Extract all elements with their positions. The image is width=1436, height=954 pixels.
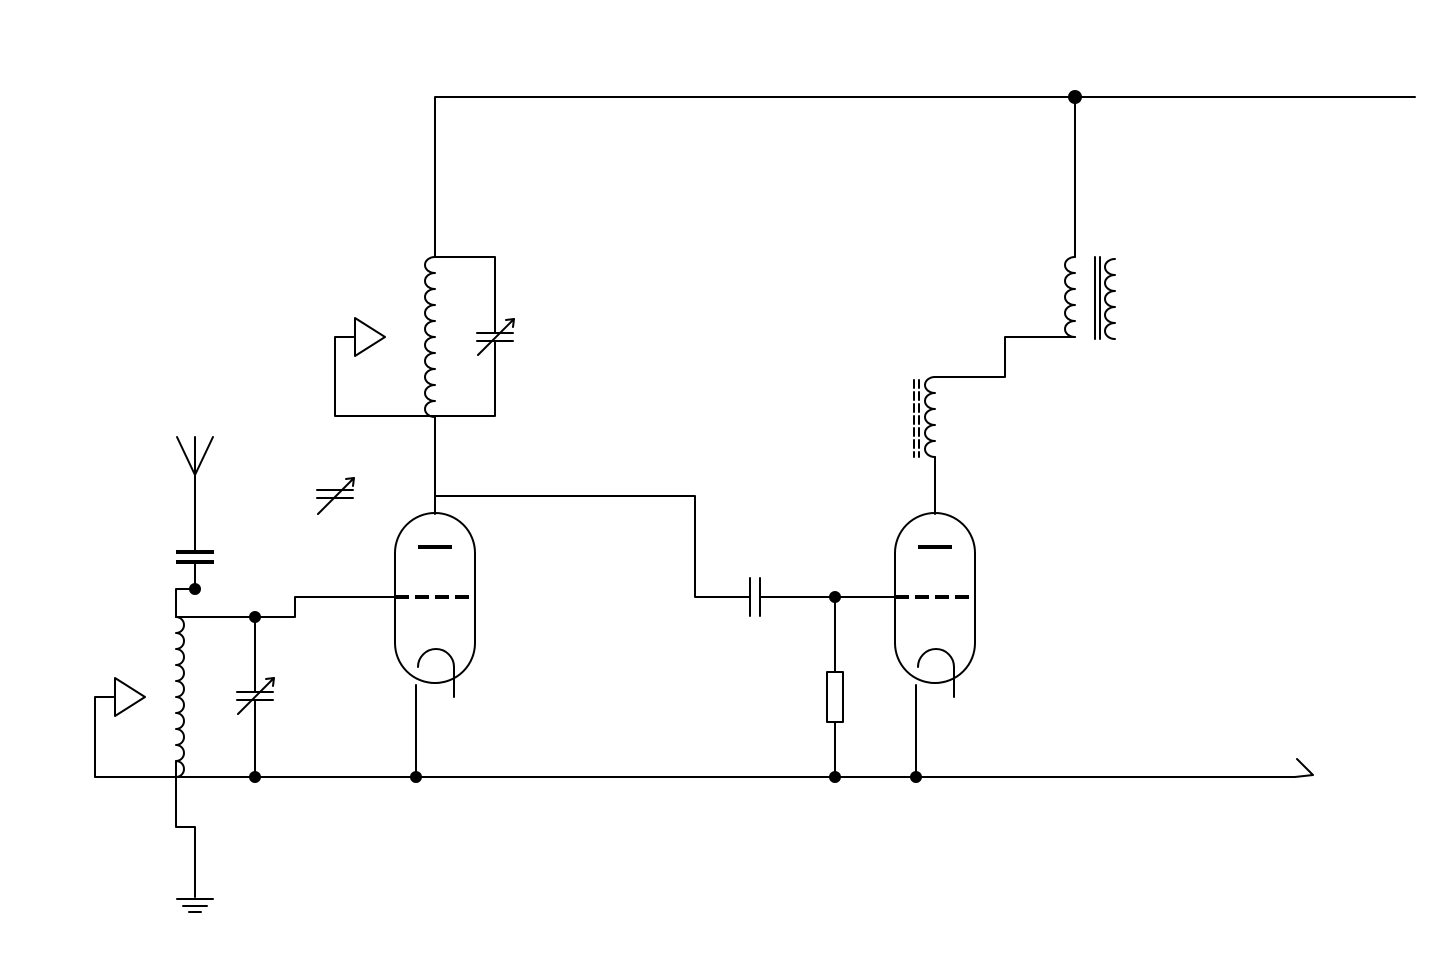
ground-icon [176, 898, 214, 913]
junction-dot [829, 771, 841, 783]
tank-bottom-wire [334, 336, 496, 417]
junction-dot [910, 771, 922, 783]
input-feedback-arrow-icon [94, 677, 146, 778]
junction-dot [410, 771, 422, 783]
junction-dot [1068, 90, 1082, 104]
plate-to-coupling-wire [434, 495, 751, 598]
grid-leak-resistor-icon [826, 671, 844, 723]
output-transformer-icon [1064, 256, 1116, 340]
choke-to-transformer-wire [934, 336, 1076, 378]
antenna-coupling-capacitor-icon [176, 550, 214, 564]
interstage-coupling-capacitor-icon [749, 577, 761, 617]
ground-rail [94, 758, 1314, 778]
tube-1-icon [394, 512, 476, 698]
plate-feedback-arrow-icon [354, 317, 386, 357]
plate-tank-coil-icon [424, 256, 436, 418]
tube-2-icon [894, 512, 976, 698]
coil-tap-wire [175, 588, 196, 618]
input-tapped-coil-icon [175, 616, 185, 778]
coil-top-to-grid-wire [175, 596, 396, 618]
antenna-icon [176, 436, 214, 476]
ganged-capacitor-symbol-icon [316, 477, 355, 515]
ground-lead-wire [175, 776, 196, 898]
tank-top-wire [434, 256, 496, 333]
junction-dot [249, 771, 261, 783]
rf-choke-icon [913, 376, 936, 458]
b-plus-rail [434, 96, 1416, 258]
